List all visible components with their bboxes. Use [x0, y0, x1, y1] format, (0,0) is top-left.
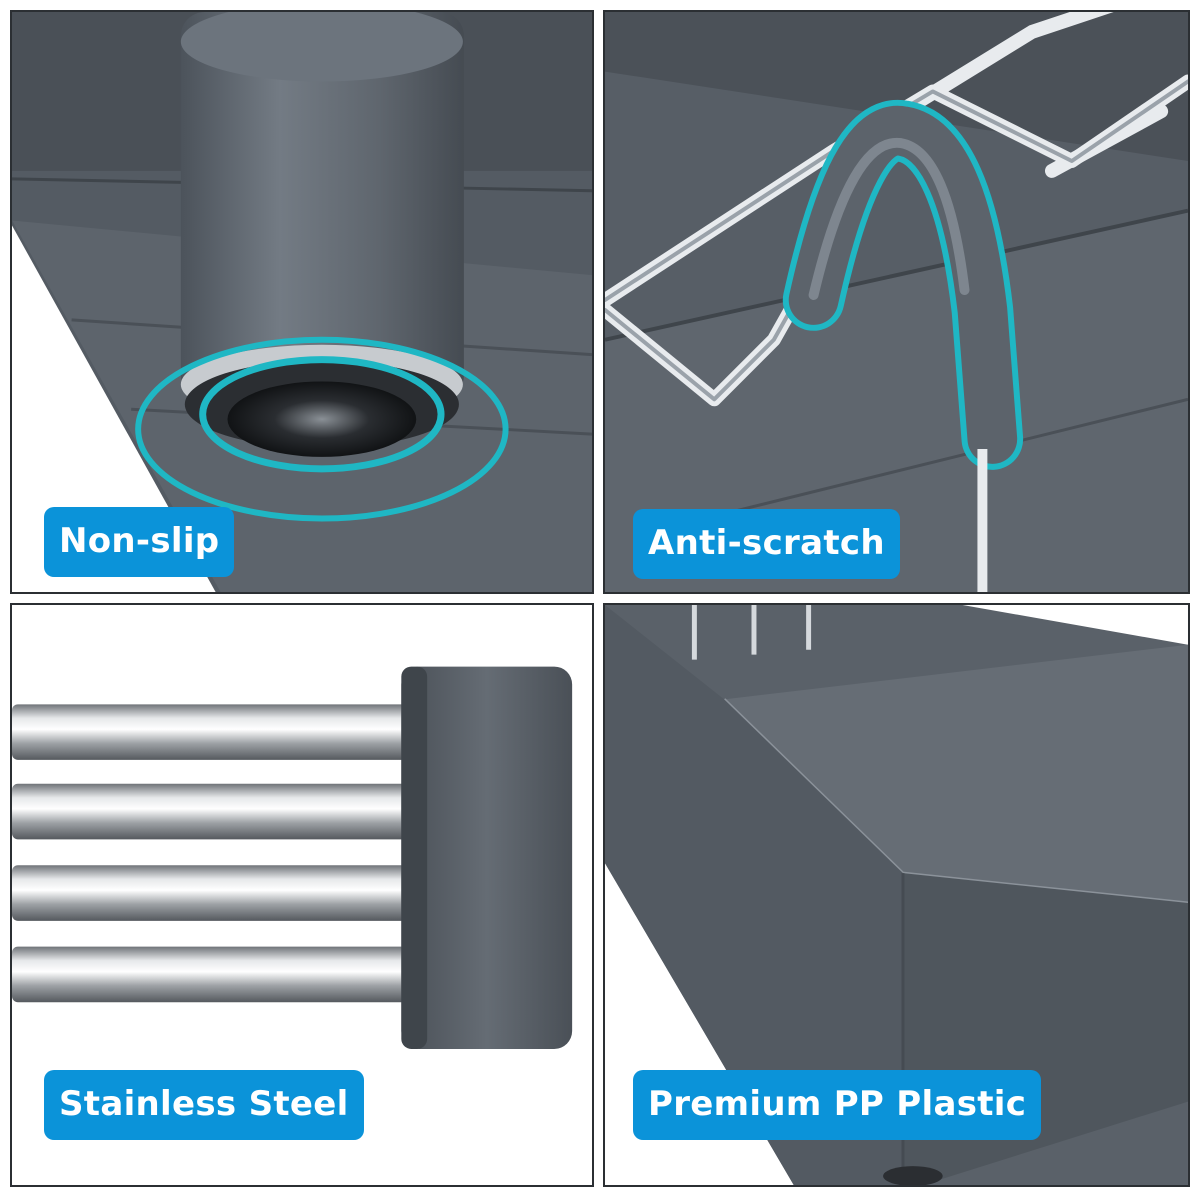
anti-scratch-hook-illustration: [605, 12, 1188, 592]
label-non-slip: Non-slip: [44, 507, 235, 577]
panel-premium-pp-plastic: Premium PP Plastic: [603, 603, 1190, 1187]
non-slip-foot-illustration: [12, 12, 592, 592]
panel-anti-scratch: Anti-scratch: [603, 10, 1190, 594]
label-premium-pp-plastic: Premium PP Plastic: [633, 1070, 1042, 1140]
panel-stainless-steel: Stainless Steel: [10, 603, 594, 1187]
panel-non-slip: Non-slip: [10, 10, 594, 594]
label-stainless-steel: Stainless Steel: [44, 1070, 364, 1140]
label-anti-scratch: Anti-scratch: [633, 509, 900, 579]
pp-plastic-tray-illustration: [605, 605, 1188, 1185]
